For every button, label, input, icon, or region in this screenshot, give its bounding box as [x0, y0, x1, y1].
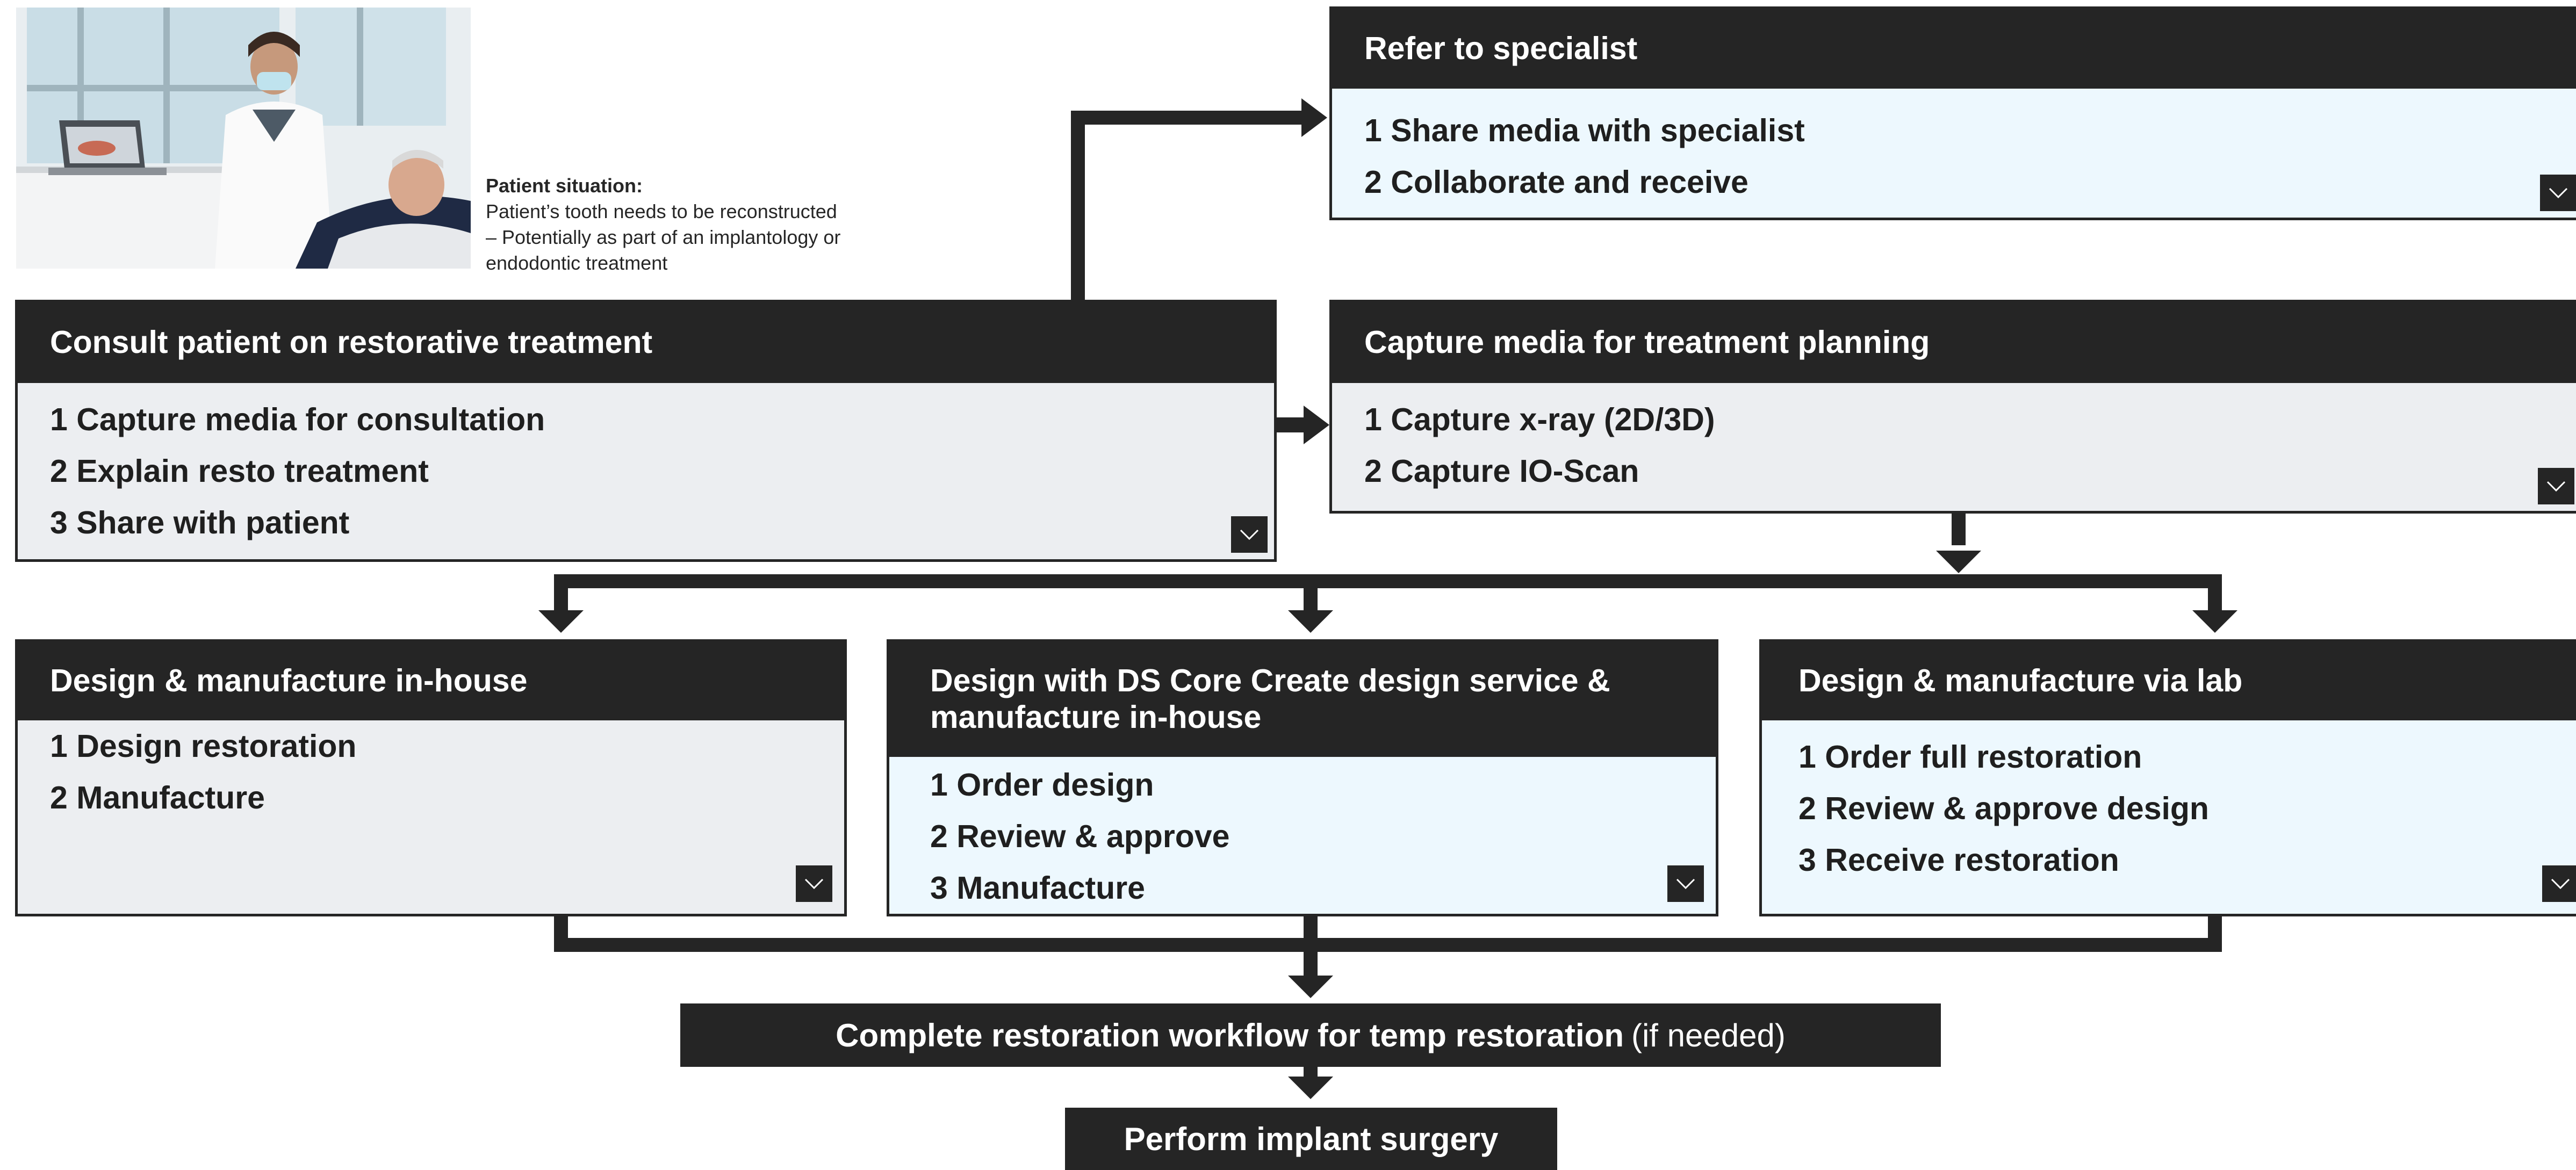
patient-situation-line: endodontic treatment [486, 252, 668, 274]
chevron-down-icon [2546, 481, 2566, 492]
card-title: Consult patient on restorative treatment [18, 302, 1274, 383]
connector-consult-to-refer-vertical [1071, 111, 1085, 301]
chevron-down-icon [1240, 529, 1259, 540]
step-item: 3 Share with patient [50, 505, 350, 540]
card-title: Refer to specialist [1332, 9, 2576, 89]
step-item: 2 Collaborate and receive [1364, 164, 1748, 200]
expand-button[interactable] [2542, 865, 2576, 902]
complete-restoration-label: Complete restoration workflow for temp r… [836, 1017, 1624, 1053]
arrow-to-dscore [1288, 610, 1333, 633]
connector-merge-down [1304, 913, 1318, 978]
card-design-via-lab: Design & manufacture via lab 1 Order ful… [1759, 639, 2576, 916]
connector-options-horizontal [554, 574, 2222, 588]
card-steps: 1 Capture x-ray (2D/3D) 2 Capture IO-Sca… [1332, 383, 2576, 497]
step-item: 2 Manufacture [50, 780, 265, 815]
expand-button[interactable] [2540, 175, 2576, 211]
step-item: 1 Order design [930, 767, 1154, 803]
arrow-capture-down [1936, 551, 1981, 573]
card-consult-patient: Consult patient on restorative treatment… [15, 300, 1277, 562]
chevron-down-icon [2551, 878, 2570, 890]
card-steps: 1 Share media with specialist 2 Collabor… [1332, 89, 2576, 208]
connector-to-inhouse [554, 574, 568, 613]
step-item: 1 Share media with specialist [1364, 113, 1805, 148]
chevron-down-icon [804, 878, 824, 890]
expand-button[interactable] [1667, 865, 1704, 902]
patient-situation-text: Patient situation: Patient’s tooth needs… [486, 173, 894, 276]
arrow-to-surgery [1288, 1077, 1333, 1099]
dentist-patient-photo [16, 8, 471, 269]
card-refer-to-specialist: Refer to specialist 1 Share media with s… [1329, 6, 2576, 220]
card-steps: 1 Order design 2 Review & approve 3 Manu… [889, 757, 1716, 914]
step-item: 2 Review & approve design [1798, 791, 2209, 826]
complete-restoration-note: (if needed) [1631, 1017, 1786, 1053]
arrow-to-capture [1304, 406, 1329, 444]
step-item: 2 Review & approve [930, 819, 1230, 854]
card-design-ds-core: Design with DS Core Create design servic… [887, 639, 1718, 916]
card-design-inhouse: Design & manufacture in-house 1 Design r… [15, 639, 847, 916]
connector-merge-horizontal [554, 938, 2222, 952]
chevron-down-icon [2549, 187, 2568, 199]
step-item: 3 Receive restoration [1798, 842, 2119, 878]
card-capture-media: Capture media for treatment planning 1 C… [1329, 300, 2576, 514]
card-title-line: Design with DS Core Create design servic… [930, 663, 1610, 699]
patient-situation-line: – Potentially as part of an implantology… [486, 226, 841, 248]
connector-consult-to-capture [1273, 417, 1306, 432]
expand-button[interactable] [1231, 516, 1268, 553]
card-title: Capture media for treatment planning [1332, 302, 2576, 383]
step-item: 3 Manufacture [930, 870, 1145, 906]
connector-to-lab [2208, 574, 2222, 613]
connector-consult-to-refer-horizontal [1071, 111, 1302, 125]
step-item: 1 Capture x-ray (2D/3D) [1364, 402, 1715, 437]
arrow-to-complete [1288, 976, 1333, 998]
patient-situation-line: Patient’s tooth needs to be reconstructe… [486, 200, 837, 222]
card-steps: 1 Order full restoration 2 Review & appr… [1762, 720, 2576, 886]
card-title: Design & manufacture in-house [18, 642, 844, 720]
step-item: 1 Design restoration [50, 728, 357, 764]
perform-implant-surgery-step: Perform implant surgery [1065, 1108, 1557, 1170]
connector-capture-down [1952, 513, 1966, 545]
step-item: 2 Explain resto treatment [50, 453, 429, 489]
arrow-to-lab [2192, 610, 2237, 633]
card-title: Design with DS Core Create design servic… [889, 642, 1716, 757]
patient-situation-label: Patient situation: [486, 175, 643, 197]
card-steps: 1 Design restoration 2 Manufacture [18, 720, 844, 824]
connector-to-dscore [1304, 574, 1318, 613]
step-item: 1 Capture media for consultation [50, 402, 545, 437]
chevron-down-icon [1676, 878, 1695, 890]
complete-restoration-step: Complete restoration workflow for temp r… [680, 1003, 1941, 1067]
expand-button[interactable] [796, 865, 832, 902]
card-steps: 1 Capture media for consultation 2 Expla… [18, 383, 1274, 548]
dental-consultation-photo [16, 8, 471, 269]
card-title-line: manufacture in-house [930, 699, 1262, 735]
step-item: 2 Capture IO-Scan [1364, 453, 1639, 489]
expand-button[interactable] [2538, 468, 2574, 504]
step-item: 1 Order full restoration [1798, 739, 2142, 775]
card-title: Design & manufacture via lab [1762, 642, 2576, 720]
arrow-to-refer [1301, 98, 1327, 137]
arrow-to-inhouse [538, 610, 584, 633]
